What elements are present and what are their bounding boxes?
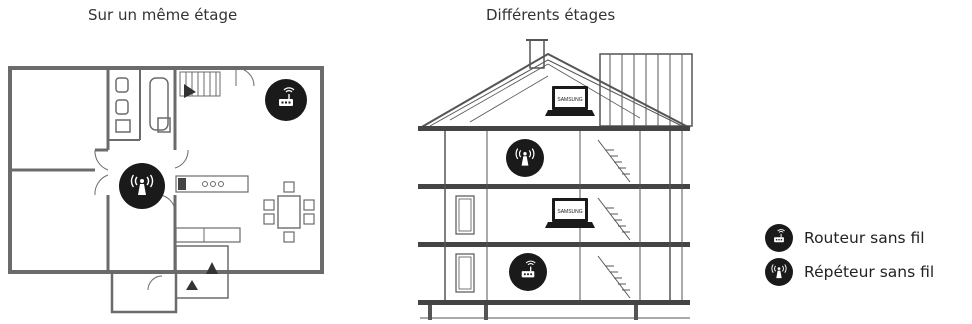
- legend-repeater-label: Répéteur sans fil: [804, 263, 935, 281]
- floor-plan: [8, 66, 324, 314]
- router-icon: [509, 253, 547, 291]
- house-section: [418, 39, 693, 320]
- legend-router-label: Routeur sans fil: [804, 229, 925, 247]
- repeater-icon: [119, 163, 165, 209]
- laptop-brand-label: SAMSUNG: [557, 97, 582, 103]
- laptop-brand-label: SAMSUNG: [557, 209, 582, 215]
- title-different-floors: Différents étages: [486, 6, 616, 24]
- legend-item-router: Routeur sans fil: [764, 223, 925, 253]
- title-same-floor: Sur un même étage: [88, 6, 238, 24]
- repeater-icon: [765, 258, 793, 286]
- router-icon: [265, 79, 307, 121]
- router-icon: [765, 224, 793, 252]
- laptop-icon: SAMSUNG: [545, 198, 595, 228]
- repeater-icon: [506, 139, 544, 177]
- laptop-icon: SAMSUNG: [545, 86, 595, 116]
- legend-item-repeater: Répéteur sans fil: [764, 257, 934, 287]
